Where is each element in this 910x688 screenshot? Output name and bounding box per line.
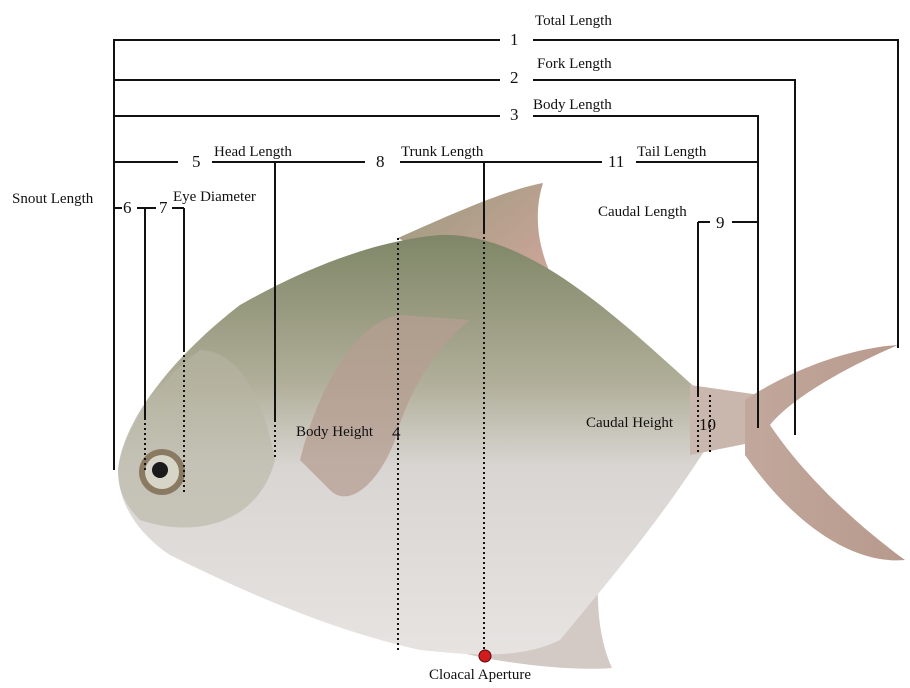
measure-number-5: 5: [192, 153, 201, 170]
measure-number-3: 3: [510, 106, 519, 123]
measure-number-8: 8: [376, 153, 385, 170]
label-cloacal-aperture: Cloacal Aperture: [429, 668, 531, 683]
label-total-length: Total Length: [535, 14, 612, 29]
cloacal-aperture-marker: [479, 650, 491, 662]
label-tail-length: Tail Length: [637, 145, 706, 160]
measure-number-4: 4: [392, 424, 401, 441]
measure-number-9: 9: [716, 214, 725, 231]
measure-number-10: 10: [699, 416, 716, 433]
label-trunk-length: Trunk Length: [401, 145, 483, 160]
tail-fin: [745, 345, 905, 560]
label-head-length: Head Length: [214, 145, 292, 160]
label-caudal-length: Caudal Length: [598, 205, 687, 220]
measure-number-7: 7: [159, 199, 168, 216]
measure-number-1: 1: [510, 31, 519, 48]
label-body-height: Body Height: [296, 425, 373, 440]
measure-number-2: 2: [510, 69, 519, 86]
label-eye-diameter: Eye Diameter: [173, 190, 256, 205]
eye-pupil: [152, 462, 168, 478]
label-body-length: Body Length: [533, 98, 612, 113]
label-caudal-height: Caudal Height: [586, 416, 673, 431]
measure-number-6: 6: [123, 199, 132, 216]
measure-number-11: 11: [608, 153, 624, 170]
label-fork-length: Fork Length: [537, 57, 612, 72]
label-snout-length: Snout Length: [12, 192, 93, 207]
